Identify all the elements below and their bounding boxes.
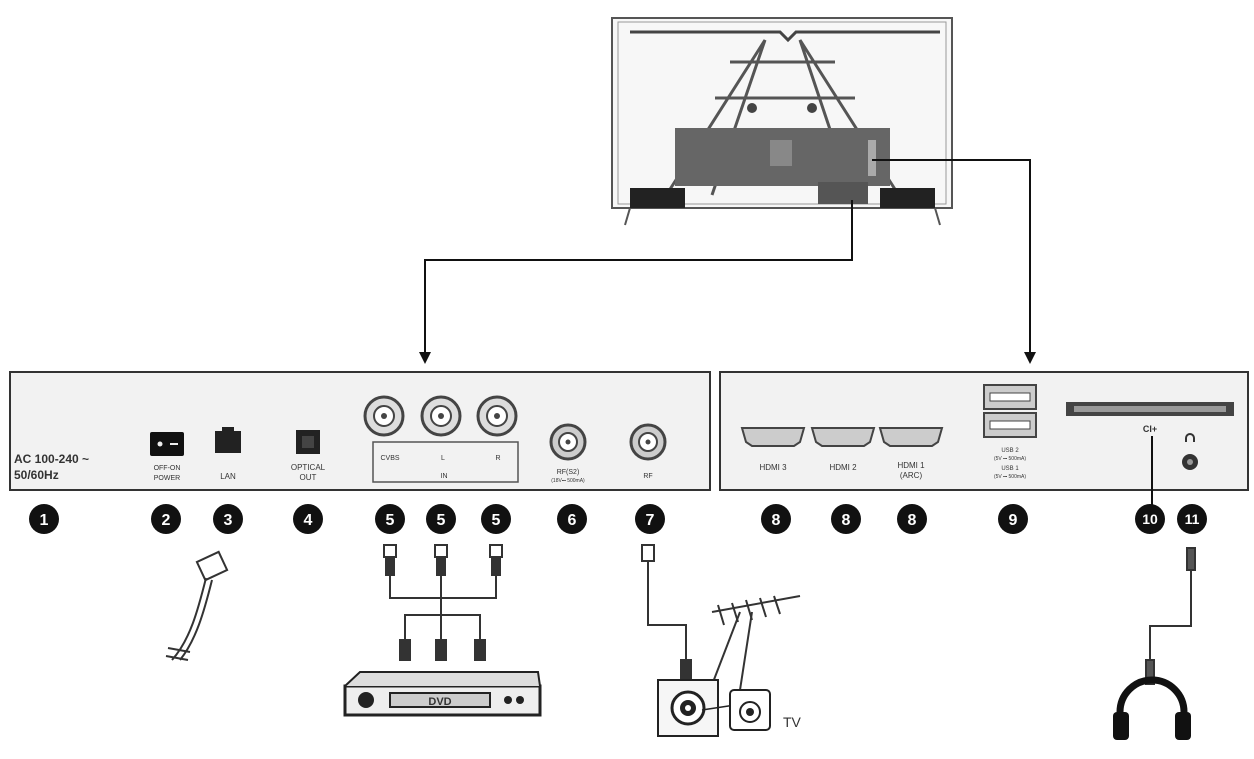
number-badges: [29, 504, 1207, 534]
badge-8c: 8: [908, 512, 917, 529]
rf-s2-port-icon: [549, 423, 587, 461]
badge-8b-icon: [831, 504, 861, 534]
badge-5a: 5: [386, 512, 395, 529]
badge-9: 9: [1009, 512, 1018, 529]
hdmi3-port-icon: [740, 427, 806, 447]
ci-label: CI+: [1143, 424, 1157, 434]
badge-5c: 5: [492, 512, 501, 529]
badge-10-icon: [1135, 504, 1165, 534]
rca-jacks-icon: [363, 395, 518, 437]
badge-5c-icon: [481, 504, 511, 534]
power-switch-icon: [150, 432, 184, 456]
tv-outlet-label: TV: [783, 714, 802, 730]
hdmi1-label: HDMI 1: [897, 461, 925, 470]
audio-r-label: R: [495, 455, 500, 462]
antenna-icon: [709, 595, 801, 691]
usb1-label: USB 1: [1001, 466, 1019, 472]
badge-5a-icon: [375, 504, 405, 534]
cvbs-label: CVBS: [380, 455, 399, 462]
power-switch-label-1: OFF-ON: [154, 465, 181, 472]
badge-6-icon: [557, 504, 587, 534]
optical-label-1: OPTICAL: [291, 463, 326, 472]
badge-2-icon: [151, 504, 181, 534]
badge-10: 10: [1142, 511, 1158, 527]
badge-3-icon: [213, 504, 243, 534]
badge-1-icon: [29, 504, 59, 534]
badge-5b-icon: [426, 504, 456, 534]
lan-port-icon: [215, 431, 241, 453]
audio-l-label: L: [441, 455, 445, 462]
power-spec-label-2: 50/60Hz: [14, 468, 59, 482]
connector-arrows: [419, 159, 1036, 364]
badge-4-icon: [293, 504, 323, 534]
right-connector-panel: [719, 371, 1249, 505]
badge-9-icon: [998, 504, 1028, 534]
badge-2: 2: [162, 512, 171, 529]
hdmi2-label: HDMI 2: [829, 463, 857, 472]
left-connector-panel: [9, 371, 711, 491]
badge-1: 1: [40, 512, 49, 529]
usb2-sublabel: (5V ⎓ 500mA): [994, 456, 1026, 462]
badge-4: 4: [304, 512, 313, 529]
tv-back-illustration: [611, 17, 953, 226]
hdmi1-sublabel: (ARC): [900, 471, 923, 480]
headphone-cable-illustration: [1145, 547, 1196, 685]
rf-s2-sublabel: (18V⎓ 500mA): [551, 478, 585, 484]
hdmi1-port-icon: [878, 427, 944, 447]
rf-port-icon: [629, 423, 667, 461]
usb2-label: USB 2: [1001, 448, 1019, 454]
badge-5b: 5: [437, 512, 446, 529]
lan-label: LAN: [220, 472, 236, 481]
antenna-cable-illustration: [641, 544, 692, 679]
usb-ports-icon: [983, 384, 1037, 438]
badge-8a: 8: [772, 512, 781, 529]
badge-3: 3: [224, 512, 233, 529]
usb1-sublabel: (5V ⎓ 500mA): [994, 474, 1026, 480]
wall-outlet-icon: [657, 679, 771, 737]
rf-s2-label: RF(S2): [557, 469, 580, 476]
hdmi2-port-icon: [810, 427, 876, 447]
badge-7-icon: [635, 504, 665, 534]
badge-11: 11: [1185, 511, 1200, 527]
badge-6: 6: [568, 512, 577, 529]
audio-in-group-frame: [372, 441, 519, 483]
dvd-player-illustration: [343, 671, 542, 717]
badge-11-icon: [1177, 504, 1207, 534]
hdmi3-label: HDMI 3: [759, 463, 787, 472]
power-switch-label-2: POWER: [154, 475, 180, 482]
headphones-icon: [1113, 676, 1191, 740]
rca-cable-illustration: [383, 544, 503, 661]
badge-8a-icon: [761, 504, 791, 534]
rf-label: RF: [643, 473, 652, 480]
dvd-label: DVD: [428, 696, 451, 708]
badge-8c-icon: [897, 504, 927, 534]
badge-7: 7: [646, 512, 655, 529]
optical-label-2: OUT: [300, 473, 317, 482]
power-spec-label-1: AC 100-240 ~: [14, 452, 89, 466]
badge-8b: 8: [842, 512, 851, 529]
headphone-symbol-icon: [1185, 433, 1195, 442]
power-cable-illustration: [165, 550, 229, 661]
audio-in-label: IN: [441, 473, 448, 480]
